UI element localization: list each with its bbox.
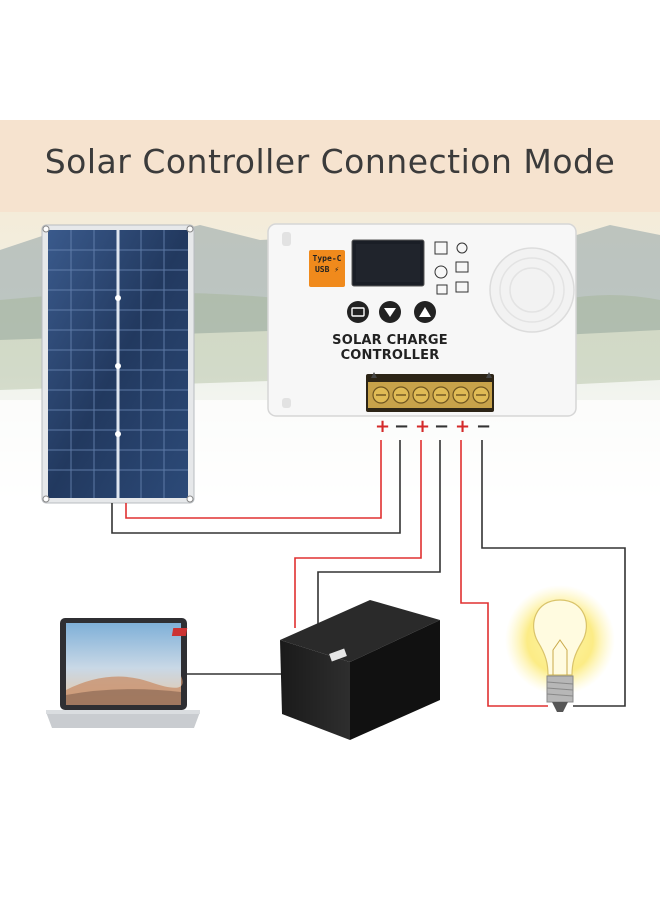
load-positive-wire <box>460 440 548 707</box>
terminal-load-positive: + <box>455 416 471 437</box>
terminal-battery-positive: + <box>415 416 431 437</box>
page-title: Solar Controller Connection Mode <box>44 142 616 181</box>
menu-button-icon <box>347 301 369 323</box>
type-c-usb-badge: Type-C USB ⚡ <box>309 250 345 287</box>
controller-label: SOLAR CHARGE CONTROLLER <box>332 333 448 363</box>
load-negative-wire <box>481 440 626 707</box>
title-banner: Solar Controller Connection Mode <box>0 120 660 212</box>
battery-negative-wire <box>317 440 441 628</box>
terminal-panel-positive: + <box>375 416 391 437</box>
type-c-label: Type-C <box>312 254 342 263</box>
solar-charge-controller <box>267 223 577 417</box>
battery-positive-wire <box>294 440 422 628</box>
panel-positive-wire <box>125 440 382 519</box>
wiring <box>111 440 626 707</box>
terminal-battery-negative: − <box>434 416 450 437</box>
battery <box>171 600 440 740</box>
terminal-panel-negative: − <box>394 416 410 437</box>
laptop <box>46 618 200 728</box>
terminal-load-negative: − <box>476 416 492 437</box>
solar-panel <box>41 224 195 504</box>
usb-label: USB ⚡ <box>314 265 340 274</box>
light-bulb-icon <box>505 585 615 712</box>
panel-negative-wire <box>111 440 401 534</box>
